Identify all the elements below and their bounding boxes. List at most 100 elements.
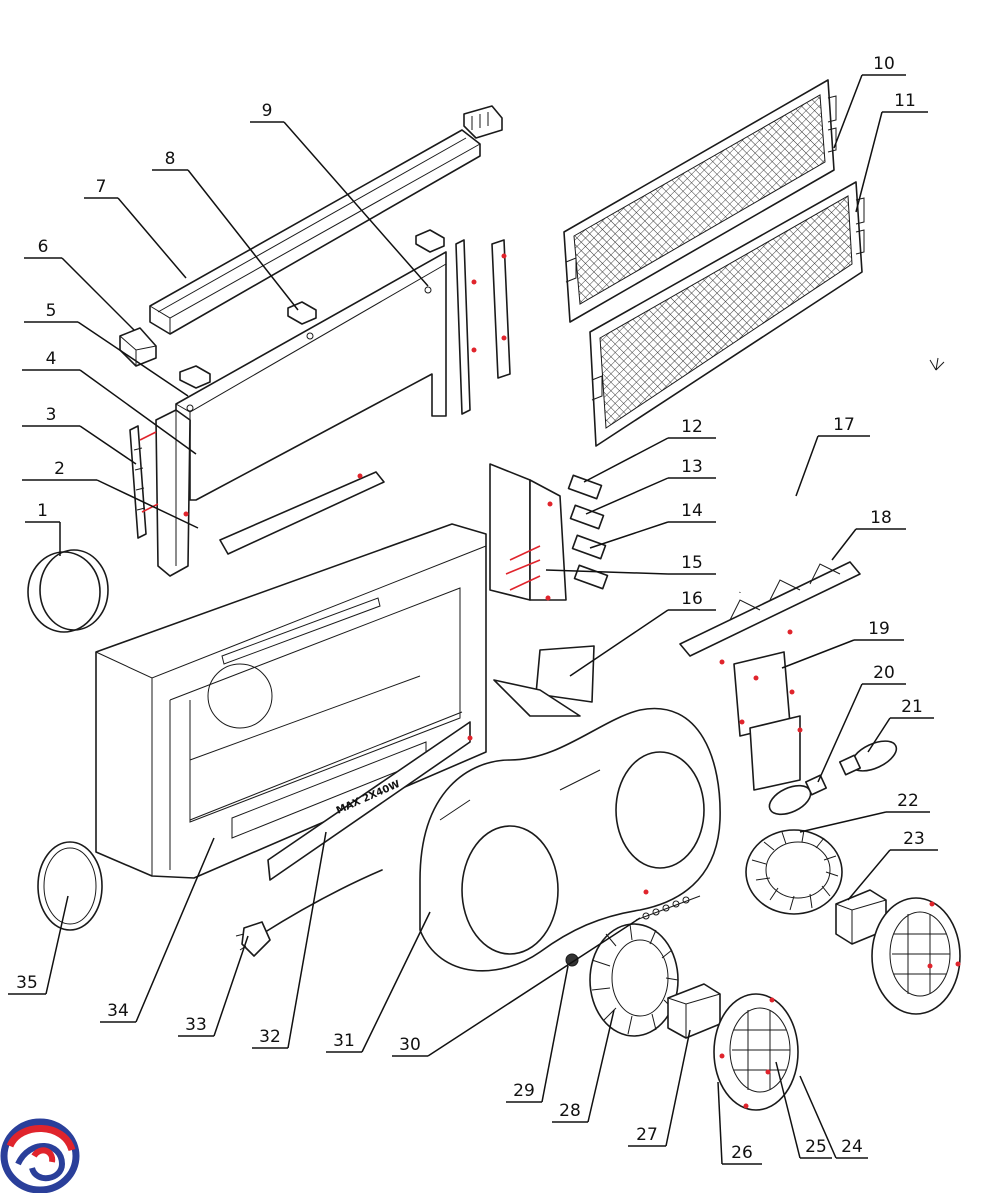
part-18-terminal-holder: [679, 561, 861, 657]
callout-leader-line: [61, 257, 135, 331]
callout-label: 31: [333, 1031, 355, 1051]
callout-5: 5: [24, 301, 189, 397]
callout-leader-line: [96, 479, 199, 529]
callout-leader-line: [135, 837, 215, 1023]
callout-4: 4: [22, 349, 197, 455]
callout-2: 2: [22, 459, 199, 529]
callout-leader-line: [589, 521, 669, 549]
callout-leader-line: [427, 917, 641, 1057]
callout-label: 9: [262, 101, 273, 121]
callout-leader-line: [795, 435, 819, 497]
part-16-sheet: [493, 645, 595, 717]
callout-27: 27: [628, 1029, 691, 1147]
callout-label: 6: [38, 237, 49, 257]
part-31-blower-housing: [419, 707, 721, 972]
callout-32: 32: [252, 831, 327, 1049]
callout-35: 35: [8, 895, 69, 995]
part-4-side-bracket: [155, 409, 191, 577]
screw-markers: [139, 253, 961, 1109]
callout-leader-line: [213, 935, 249, 1037]
callout-34: 34: [100, 837, 215, 1023]
callout-label: 21: [901, 697, 923, 717]
callout-label: 30: [399, 1035, 421, 1055]
callout-label: 8: [165, 149, 176, 169]
callout-label: 1: [37, 501, 48, 521]
callout-7: 7: [84, 177, 187, 279]
callout-leader-line: [187, 169, 299, 311]
part-3-side-rail: [129, 425, 147, 539]
callout-label: 5: [46, 301, 57, 321]
callout-leader-line: [817, 683, 863, 783]
callout-label: 14: [681, 501, 703, 521]
callout-label: 11: [894, 91, 916, 111]
part-7-top-channel: [149, 129, 481, 335]
part-22-impeller: [745, 829, 843, 915]
callout-20: 20: [817, 663, 906, 783]
callout-10: 10: [833, 54, 906, 149]
callout-26: 26: [717, 1081, 762, 1165]
part-17-cable: [738, 357, 945, 593]
callout-leader-line: [541, 965, 569, 1103]
callout-label: 35: [16, 973, 38, 993]
part-11-grease-filter: [589, 181, 865, 447]
callout-leader-line: [287, 831, 327, 1049]
callout-22: 22: [799, 791, 930, 833]
callout-label: 28: [559, 1101, 581, 1121]
callout-leader-line: [569, 609, 669, 677]
callout-19: 19: [781, 619, 904, 669]
callout-label: 15: [681, 553, 703, 573]
callout-label: 17: [833, 415, 855, 435]
part-6-clip: [119, 327, 157, 367]
callout-leader-line: [361, 911, 431, 1053]
callout-11: 11: [855, 91, 928, 213]
callout-label: 22: [897, 791, 919, 811]
callout-label: 26: [731, 1143, 753, 1163]
callout-9: 9: [250, 101, 429, 287]
callout-label: 10: [873, 54, 895, 74]
part-21-lamp: [838, 740, 898, 776]
callout-leader-line: [831, 528, 857, 561]
part-10-grease-filter: [563, 79, 837, 323]
callout-leader-line: [79, 369, 197, 455]
callout-31: 31: [326, 911, 431, 1053]
part-2-strip: [219, 471, 385, 555]
callout-label: 3: [46, 405, 57, 425]
callout-leader-line: [717, 1081, 723, 1165]
callout-label: 4: [46, 349, 57, 369]
callout-leader-line: [847, 849, 891, 901]
callout-21: 21: [867, 697, 934, 753]
callout-label: 23: [903, 829, 925, 849]
callout-29: 29: [506, 965, 569, 1103]
callout-12: 12: [583, 417, 716, 483]
callout-label: 33: [185, 1015, 207, 1035]
part-drawings: MAX 2X40W: [27, 79, 961, 1111]
callout-leader-line: [799, 1075, 837, 1159]
callout-leader-line: [587, 1009, 615, 1123]
part-19-control-box: [733, 651, 801, 791]
callout-33: 33: [178, 935, 249, 1037]
part-30-screws: [635, 895, 701, 921]
callout-label: 32: [259, 1027, 281, 1047]
callout-15: 15: [545, 553, 716, 575]
callout-label: 27: [636, 1125, 658, 1145]
callout-label: 29: [513, 1081, 535, 1101]
callout-leader-line: [283, 121, 429, 287]
callout-label: 13: [681, 457, 703, 477]
callout-6: 6: [24, 237, 135, 331]
part-motor-plate-right: [871, 897, 961, 1015]
callout-leader-line: [867, 717, 891, 753]
swirl-logo-icon: [0, 1118, 80, 1193]
callout-leader-line: [799, 811, 887, 833]
part-35-ring: [37, 841, 103, 931]
callout-16: 16: [569, 589, 716, 677]
callout-leader-line: [545, 569, 669, 575]
callout-label: 20: [873, 663, 895, 683]
part-1-duct-ring: [27, 549, 109, 633]
callout-leader-line: [117, 197, 187, 279]
part-28-impeller: [589, 923, 679, 1037]
part-20-lamp: [768, 774, 828, 816]
callout-label: 16: [681, 589, 703, 609]
callout-label: 34: [107, 1001, 129, 1021]
callout-18: 18: [831, 508, 906, 561]
